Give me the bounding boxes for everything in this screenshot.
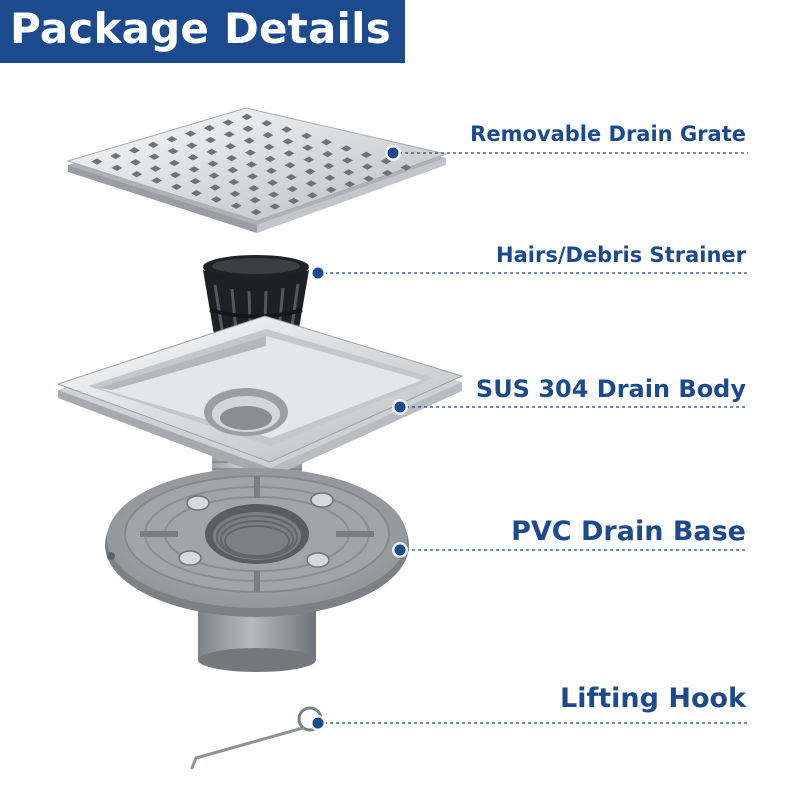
page-title: Package Details (10, 4, 391, 53)
callout-dot (394, 544, 406, 556)
grate-hole (246, 161, 257, 168)
grate-hole (205, 136, 217, 144)
grate-hole (248, 185, 260, 192)
callouts (310, 145, 748, 731)
grate-hole (208, 172, 220, 179)
grate-hole (167, 147, 179, 155)
grate-hole (128, 147, 140, 154)
header-banner: Package Details (0, 0, 405, 63)
grate-hole (241, 113, 253, 121)
grate-hole (282, 138, 294, 145)
grate-hole (226, 155, 238, 162)
grate-hole (242, 125, 254, 132)
grate-hole (130, 159, 142, 166)
grate-hole (168, 159, 180, 167)
grate-hole (228, 178, 240, 186)
grate-hole (249, 197, 261, 204)
grate-hole (223, 131, 235, 138)
grate-hole (171, 183, 183, 190)
grate-hole (325, 186, 337, 193)
grate-hole (131, 171, 143, 178)
grate-hole (303, 156, 315, 163)
grate-hole (250, 208, 262, 216)
grate-hole (342, 157, 353, 164)
grate-hole (324, 174, 336, 182)
callout-dot (387, 147, 399, 159)
grate-hole (285, 173, 297, 181)
label-hairs-debris-strainer: Hairs/Debris Strainer (496, 243, 746, 267)
grate-hole (206, 148, 218, 156)
grate-hole (344, 181, 356, 188)
grate-hole (111, 164, 123, 172)
grate-hole (169, 171, 181, 179)
grate-hole (186, 142, 198, 149)
grate-hole (147, 141, 159, 148)
grate-hole (283, 150, 295, 157)
lifting-hook-icon (190, 706, 323, 770)
grate-hole (265, 167, 277, 174)
grate-hole (189, 178, 201, 185)
grate-hole (185, 130, 197, 137)
callout-dot (394, 401, 406, 413)
grate-hole (222, 119, 234, 126)
grate-hole (267, 179, 279, 186)
label-pvc-drain-base: PVC Drain Base (511, 516, 746, 547)
grate-hole (243, 137, 255, 144)
grate-hole (302, 144, 314, 151)
callout-dot (312, 717, 324, 729)
grate-hole (264, 155, 276, 163)
grate-hole (230, 202, 242, 209)
grate-hole (187, 154, 199, 161)
grate-hole (224, 143, 236, 150)
grate-hole (304, 168, 316, 175)
grate-hole (288, 197, 300, 205)
drain-body-icon (56, 315, 464, 487)
grate-hole (229, 190, 241, 198)
grate-hole (400, 164, 412, 171)
pvc-base-icon (105, 468, 409, 672)
grate-hole (190, 189, 202, 197)
label-sus-304-drain-body: SUS 304 Drain Body (475, 375, 746, 403)
grate-hole (361, 163, 373, 170)
grate-hole (227, 166, 239, 174)
grate-hole (286, 185, 298, 193)
label-lifting-hook: Lifting Hook (560, 683, 746, 714)
grate-hole (320, 139, 332, 146)
grate-hole (340, 145, 352, 152)
grate-hole (268, 191, 280, 198)
grate-hole (301, 132, 313, 140)
grate-hole (244, 149, 256, 156)
grate-hole (209, 184, 221, 191)
grate-hole (263, 143, 275, 151)
label-removable-drain-grate: Removable Drain Grate (470, 122, 746, 146)
grate-hole (150, 165, 161, 172)
grate-hole (148, 153, 160, 160)
grate-hole (284, 162, 296, 169)
grate-hole (360, 151, 372, 158)
grate-hole (110, 152, 122, 160)
callout-dot (312, 267, 324, 279)
grate-hole (207, 160, 219, 167)
grate-hole (306, 192, 318, 199)
grate-hole (323, 162, 335, 170)
grate-hole (381, 169, 393, 177)
grate-hole (322, 150, 334, 158)
grate-hole (269, 203, 281, 210)
drain-grate-icon (66, 107, 448, 233)
grate-hole (151, 177, 163, 184)
grate-hole (343, 169, 355, 176)
grate-hole (261, 120, 273, 127)
grate-hole (363, 175, 375, 182)
grate-hole (188, 166, 200, 173)
grate-hole (166, 136, 178, 143)
grate-hole (91, 158, 103, 165)
grate-hole (305, 180, 317, 187)
grate-hole (281, 126, 293, 133)
grate-hole (210, 196, 222, 203)
grate-hole (262, 131, 274, 139)
grate-hole (203, 124, 215, 132)
grate-hole (247, 173, 259, 180)
